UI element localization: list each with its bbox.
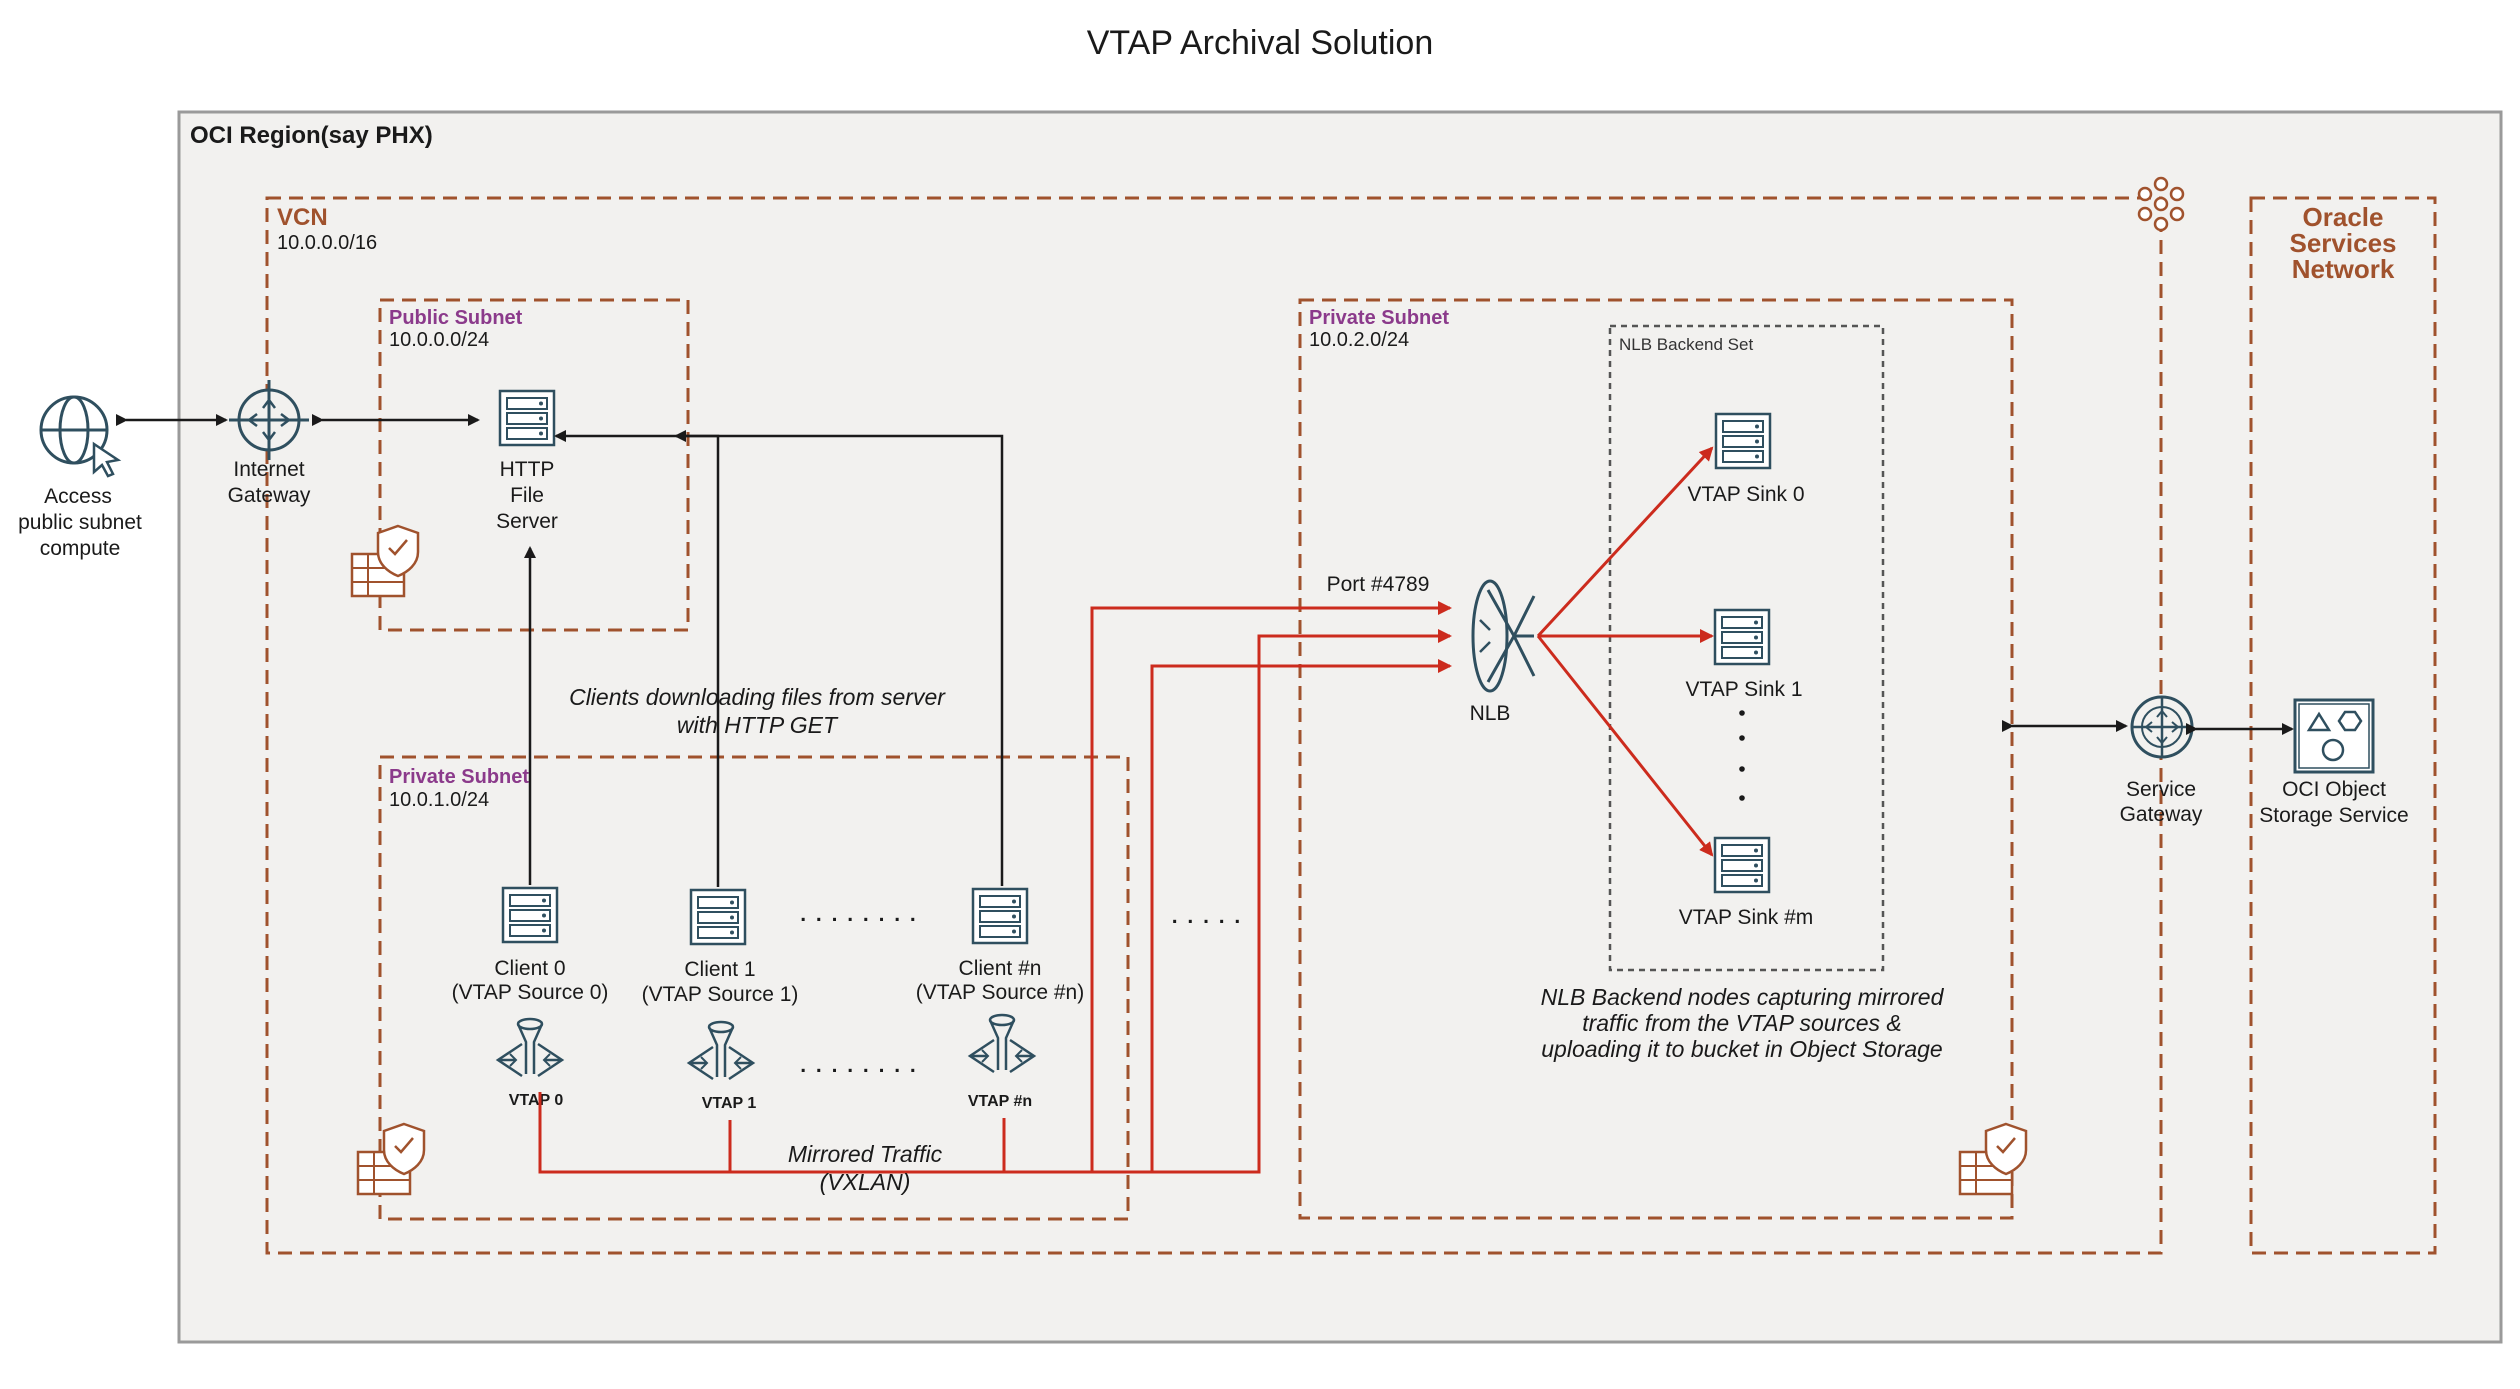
diagram-title: VTAP Archival Solution [1087, 24, 1433, 62]
nlb-backend-set-label: NLB Backend Set [1619, 335, 1753, 354]
region-label: OCI Region(say PHX) [190, 122, 433, 149]
service-gateway-line1: Service [2126, 778, 2196, 801]
nlb-sink0-arrow [1536, 446, 1714, 638]
sinks-vertical-dots [1739, 710, 1745, 801]
private-subnet-sinks-label: Private Subnet [1309, 307, 1449, 329]
public-subnet-cidr: 10.0.0.0/24 [389, 329, 489, 351]
sinkm-label: VTAP Sink #m [1679, 906, 1814, 929]
private-subnet-sinks-cidr: 10.0.2.0/24 [1309, 329, 1409, 351]
vtap0-label: VTAP 0 [509, 1092, 564, 1109]
nlb-backend-set-box [1608, 324, 1885, 972]
vtapn-label: VTAP #n [968, 1093, 1032, 1110]
mirror-path-vtapn [1002, 659, 1452, 1174]
sink1-server-icon [1713, 608, 1771, 666]
sink-note-line2: traffic from the VTAP sources & [1582, 1010, 1902, 1036]
clients-note-line2: with HTTP GET [677, 712, 839, 738]
internet-gateway-line2: Gateway [228, 484, 311, 507]
clients-dots: . . . . . . . . [800, 903, 918, 926]
osn-box [2249, 196, 2437, 1255]
nlb-label: NLB [1470, 702, 1511, 725]
sink-note-line1: NLB Backend nodes capturing mirrored [1541, 984, 1945, 1010]
client0-line2: (VTAP Source 0) [452, 981, 609, 1004]
http-server-line3: Server [496, 510, 558, 533]
mirrored-line2: (VXLAN) [820, 1169, 911, 1195]
sink0-server-icon [1714, 412, 1772, 470]
nlb-sinkm-arrow [1536, 635, 1714, 857]
clients-note-line1: Clients downloading files from server [569, 684, 946, 710]
internet-gateway-line1: Internet [233, 458, 304, 481]
osn-line1: Oracle [2303, 202, 2384, 232]
object-storage-icon [2293, 698, 2375, 774]
client0-line1: Client 0 [494, 957, 565, 980]
nlb-icon [1471, 579, 1536, 693]
private-subnet-sinks-box [1298, 298, 2014, 1220]
sink1-label: VTAP Sink 1 [1685, 678, 1802, 701]
private-subnet-clients-box [378, 755, 1130, 1221]
service-gateway-line2: Gateway [2120, 803, 2203, 826]
internet-gateway-icon [229, 380, 309, 460]
object-storage-line2: Storage Service [2259, 804, 2408, 827]
mirrored-line1: Mirrored Traffic [788, 1141, 943, 1167]
clientn-http-arrow [554, 430, 1004, 886]
vcn-icon [2137, 176, 2185, 232]
vtaps-dots: . . . . . . . . [800, 1054, 918, 1077]
osn-line3: Network [2292, 254, 2395, 284]
http-server-icon [498, 389, 556, 447]
client1-line2: (VTAP Source 1) [642, 983, 799, 1006]
client1-server-icon [689, 888, 747, 946]
osn-line2: Services [2290, 228, 2397, 258]
http-server-line2: File [510, 484, 544, 507]
public-subnet-label: Public Subnet [389, 307, 523, 329]
sink-note-line3: uploading it to bucket in Object Storage [1541, 1036, 1942, 1062]
mirror-path-vtap0 [538, 629, 1452, 1174]
private-subnet-clients-label: Private Subnet [389, 766, 529, 788]
public-subnet-box [378, 298, 690, 632]
clientn-line1: Client #n [959, 957, 1042, 980]
port-label: Port #4789 [1327, 573, 1430, 596]
access-line3: compute [40, 537, 121, 560]
client0-server-icon [501, 886, 559, 944]
service-gateway-icon [2130, 695, 2194, 759]
access-line2: public subnet [18, 511, 142, 534]
object-storage-line1: OCI Object [2282, 778, 2386, 801]
subnet-dots: . . . . . [1172, 905, 1243, 928]
vtap1-label: VTAP 1 [702, 1095, 757, 1112]
client1-line1: Client 1 [684, 958, 755, 981]
access-line1: Access [44, 485, 112, 508]
globe-cursor-icon [39, 395, 122, 478]
clientn-server-icon [971, 887, 1029, 945]
http-server-line1: HTTP [500, 458, 555, 481]
sinkm-server-icon [1713, 836, 1771, 894]
sink0-label: VTAP Sink 0 [1687, 483, 1804, 506]
private-subnet-clients-cidr: 10.0.1.0/24 [389, 789, 489, 811]
vcn-label: VCN [277, 204, 328, 231]
clientn-line2: (VTAP Source #n) [916, 981, 1084, 1004]
vcn-cidr: 10.0.0.0/16 [277, 232, 377, 254]
